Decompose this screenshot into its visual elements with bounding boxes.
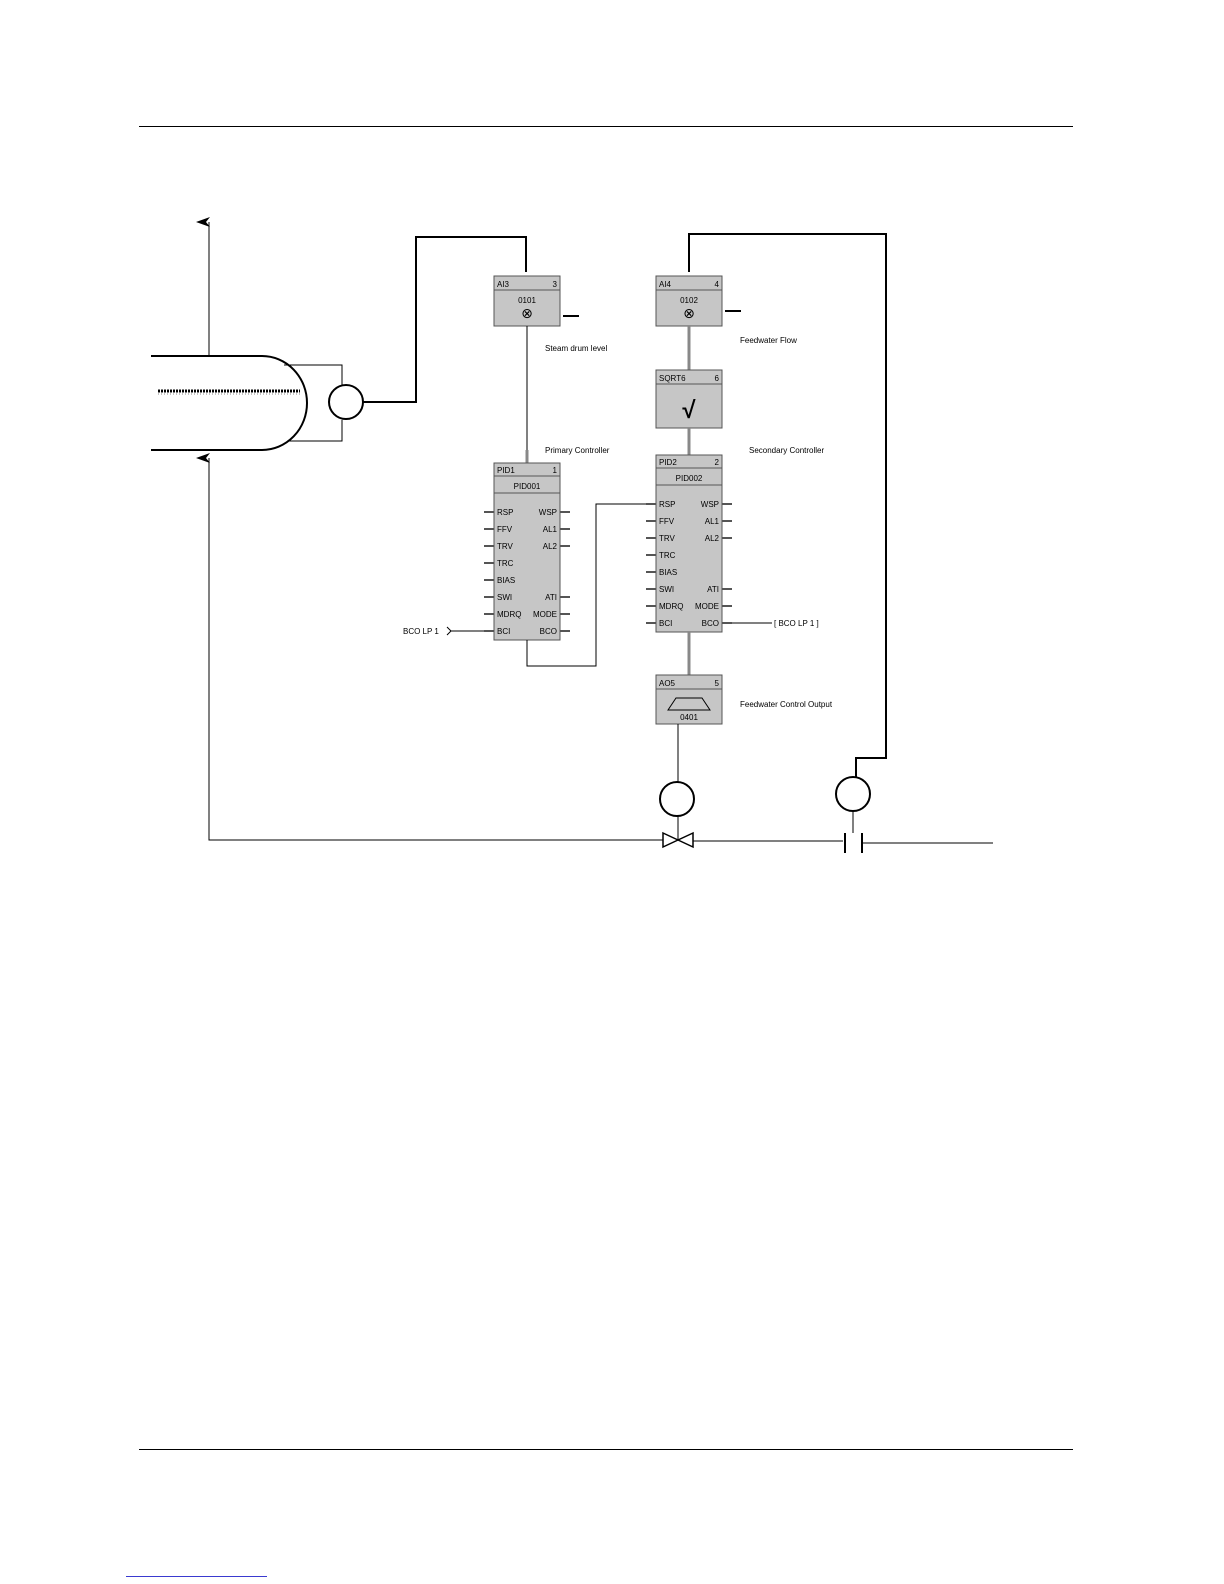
footer-rule [139, 1449, 1073, 1450]
pid1-output-label-al2: AL2 [543, 542, 558, 551]
pid2-block[interactable]: PID2 2 PID002 RSP FFV TRV TRC BIAS SWI MDRQ BCI… [646, 454, 732, 633]
analog-output-icon [667, 697, 711, 711]
pid2-input-label-rsp: RSP [659, 500, 675, 509]
ao5-block[interactable]: AO5 5 0401 [655, 674, 723, 725]
pid2-tag: PID002 [676, 474, 703, 483]
pid1-input-label-swi: SWI [497, 593, 512, 602]
pid2-input-label-trc: TRC [659, 551, 676, 560]
pid1-input-label-bci: BCI [497, 627, 510, 636]
sqrt6-name: SQRT6 [659, 374, 686, 383]
pid2-output-label-wsp: WSP [701, 500, 719, 509]
sqrt6-number: 6 [715, 374, 720, 383]
pid1-output-label-mode: MODE [533, 610, 557, 619]
pid2-output-label-mode: MODE [695, 602, 719, 611]
ao5-name: AO5 [659, 679, 676, 688]
feedwater-control-output-label: Feedwater Control Output [740, 700, 833, 709]
pid1-input-label-trc: TRC [497, 559, 514, 568]
pid2-output-label-bco: BCO [702, 619, 719, 628]
primary-controller-label: Primary Controller [545, 446, 610, 455]
pid2-output-label-al1: AL1 [705, 517, 720, 526]
header-rule [139, 126, 1073, 127]
pid1-input-label-ffv: FFV [497, 525, 513, 534]
pid1-input-label-mdrq: MDRQ [497, 610, 521, 619]
pid2-input-label-ffv: FFV [659, 517, 675, 526]
ai3-tag: 0101 [518, 296, 536, 305]
pid2-name: PID2 [659, 458, 677, 467]
pid2-input-label-bias: BIAS [659, 568, 677, 577]
ao5-number: 5 [715, 679, 720, 688]
pid1-number: 1 [553, 466, 558, 475]
secondary-controller-label: Secondary Controller [749, 446, 824, 455]
ai3-block[interactable]: AI3 3 0101 ⊗ [493, 275, 561, 327]
bco-lp-input-label: BCO LP 1 [403, 627, 439, 636]
analog-input-icon: ⊗ [683, 305, 695, 321]
steam-drum-level-label: Steam drum level [545, 344, 607, 353]
control-valve [659, 781, 695, 849]
control-diagram: AI3 3 0101 ⊗ Steam drum level Primary Co… [151, 217, 993, 853]
pid1-output-label-ati: ATI [545, 593, 557, 602]
pid1-block[interactable]: PID1 1 PID001 RSP FFV TRV TRC BIAS SWI MDRQ BCI… [484, 462, 570, 641]
ai4-block[interactable]: AI4 4 0102 ⊗ [655, 275, 723, 327]
ai4-name: AI4 [659, 280, 672, 289]
pid2-input-label-bci: BCI [659, 619, 672, 628]
pid2-input-label-trv: TRV [659, 534, 676, 543]
pid2-output-label-al2: AL2 [705, 534, 720, 543]
feedwater-flow-label: Feedwater Flow [740, 336, 797, 345]
pid1-input-label-rsp: RSP [497, 508, 513, 517]
pid2-output-label-ati: ATI [707, 585, 719, 594]
pid1-output-label-bco: BCO [540, 627, 557, 636]
pid2-input-label-mdrq: MDRQ [659, 602, 683, 611]
pid1-input-label-trv: TRV [497, 542, 514, 551]
footer-link-underline [126, 1576, 267, 1577]
ai3-name: AI3 [497, 280, 510, 289]
square-root-icon: √ [682, 397, 696, 424]
pid2-input-label-swi: SWI [659, 585, 674, 594]
analog-input-icon: ⊗ [521, 305, 533, 321]
pid1-output-label-al1: AL1 [543, 525, 558, 534]
flow-transmitter [835, 776, 871, 833]
feedwater-inlet-line [196, 453, 663, 841]
orifice-plate [844, 833, 863, 853]
pid1-name: PID1 [497, 466, 515, 475]
steam-drum [151, 355, 308, 451]
pid1-tag: PID001 [514, 482, 541, 491]
pid1-output-label-wsp: WSP [539, 508, 557, 517]
pid2-number: 2 [715, 458, 720, 467]
ai4-number: 4 [715, 280, 720, 289]
ao5-tag: 0401 [680, 713, 698, 722]
bco-lp-output-label: [ BCO LP 1 ] [774, 619, 819, 628]
level-transmitter [284, 236, 527, 442]
pid1-input-label-bias: BIAS [497, 576, 515, 585]
sqrt6-block[interactable]: SQRT6 6 √ [655, 369, 723, 429]
ai4-tag: 0102 [680, 296, 698, 305]
ai3-number: 3 [553, 280, 558, 289]
